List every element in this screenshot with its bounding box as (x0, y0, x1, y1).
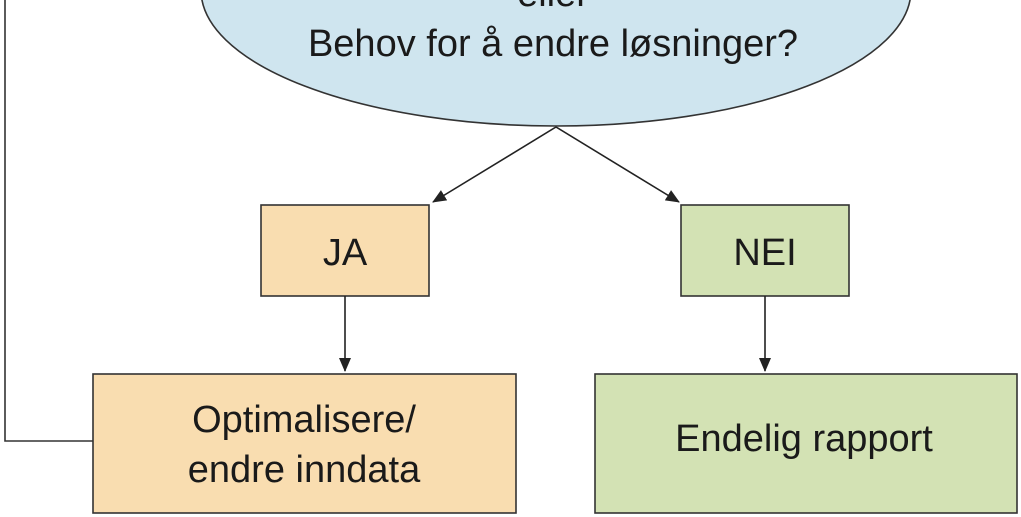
ja-box (260, 204, 430, 297)
final-report-box (594, 373, 1018, 514)
arrow-to-nei (555, 126, 680, 203)
nei-label: NEI (733, 232, 796, 274)
decision-ellipse (201, 0, 911, 127)
nei-box (680, 204, 850, 297)
feedback-loop-connector (4, 0, 93, 442)
ja-label: JA (323, 232, 368, 274)
decision-text-line-1: eller (517, 0, 589, 15)
decision-text-line-2: Behov for å endre løsninger? (308, 23, 798, 65)
final-report-label: Endelig rapport (675, 418, 933, 460)
optimize-text-line-2: endre inndata (188, 449, 421, 491)
optimize-text-line-1: Optimalisere/ (192, 399, 416, 441)
optimize-box (92, 373, 517, 514)
arrow-to-ja (432, 126, 557, 203)
